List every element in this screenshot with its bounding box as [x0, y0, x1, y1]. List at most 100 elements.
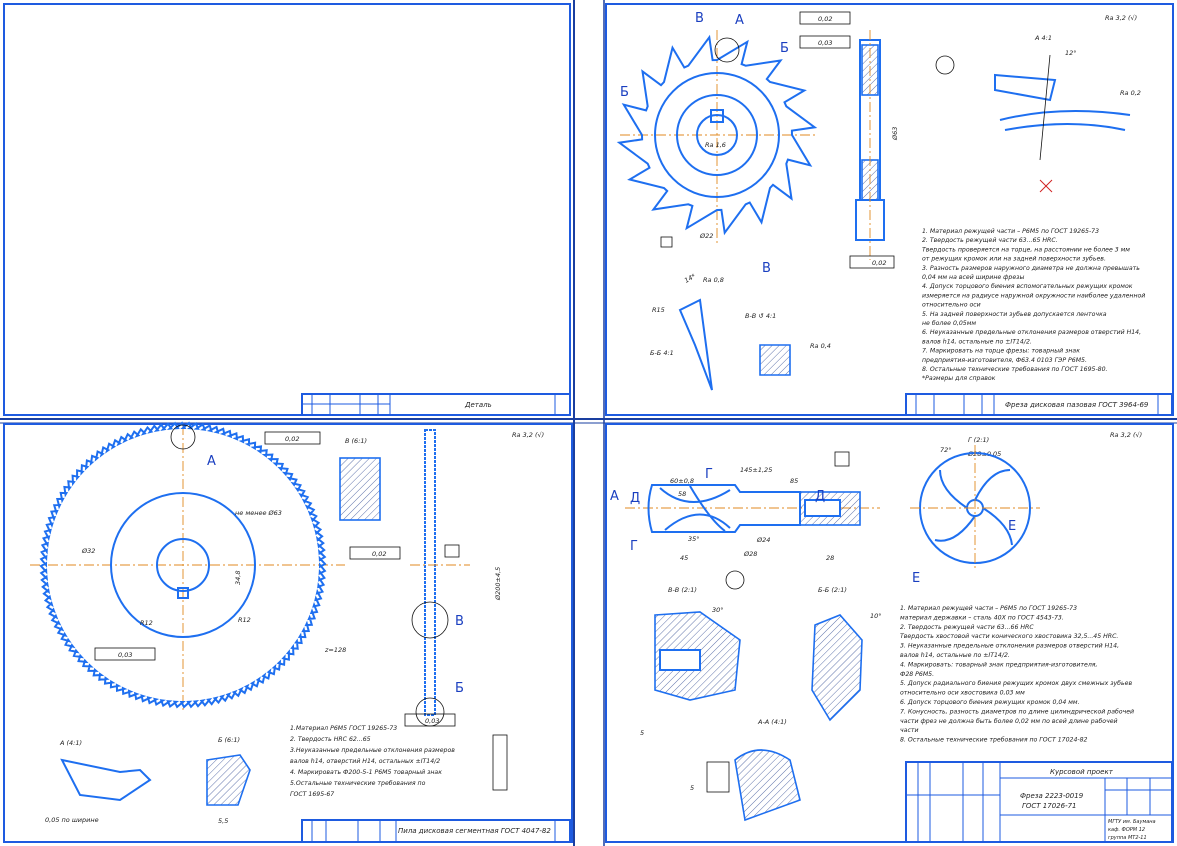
- dim-angle-12: 12°: [1065, 49, 1077, 57]
- dim-side-tol: 0,02: [872, 259, 886, 267]
- note-line: 4. Допуск торцового биения вспомогательн…: [922, 282, 1133, 290]
- detail-a-title: А 4:1: [1034, 34, 1052, 42]
- label-a: А: [735, 13, 744, 28]
- note-line: предприятия-изготовителя, Ф63.4 0103 ГЭР…: [922, 357, 1087, 364]
- note-line: 0,04 мм на всей ширине фрезы: [922, 274, 1024, 281]
- end-mill-side-view: 145±1,25 60±0,8 58 85 45 28 Ø28 Ø24 35° …: [610, 451, 880, 590]
- title-block-name: Пила дисковая сегментная ГОСТ 4047-82: [398, 827, 551, 835]
- dim-d28: Ø28: [743, 550, 757, 558]
- section-vv-title: В-В ↺ 4:1: [745, 312, 776, 320]
- technical-notes: 1. Материал режущей части – Р6М5 по ГОСТ…: [922, 228, 1145, 382]
- detail-v-view: В (6:1) 0,02: [339, 437, 401, 560]
- dim-d63: Ø63: [891, 127, 899, 141]
- section-vv-title: В-В (2:1): [668, 586, 697, 594]
- technical-notes: 1.Материал Р6М5 ГОСТ 19265-732. Твердост…: [290, 725, 455, 798]
- sheet-saw[interactable]: Ra 3,2 (√) А не менее Ø63 Ø32 R12 R12 z=…: [3, 421, 573, 843]
- note-line: 5. На задней поверхности зубьев допускае…: [922, 310, 1107, 318]
- dim-34-8: 34,8: [234, 571, 242, 585]
- detail-a-marker: [714, 37, 740, 63]
- note-line: части: [900, 727, 918, 734]
- dim-tol-003-side: 0,03: [425, 717, 439, 725]
- note-line: Ф28 Р6М5.: [900, 671, 934, 678]
- note-line: 3. Разность размеров наружного диаметра …: [922, 265, 1140, 272]
- dim-45: 45: [680, 554, 688, 562]
- label-e: Е: [1008, 519, 1016, 534]
- keyway: [710, 109, 724, 123]
- dim-60: 60±0,8: [670, 477, 694, 485]
- note-line: не более 0,05мм: [922, 319, 976, 327]
- dim-d200: Ø200±4,5: [494, 567, 502, 601]
- label-b2: Б: [780, 41, 789, 56]
- note-line: измеряется на радиусе наружной окружност…: [922, 291, 1145, 299]
- dim-35deg: 35°: [688, 535, 700, 543]
- detail-a-view: А 4:1 Ra 0,2 12°: [994, 34, 1141, 193]
- dim-parallel: 0,02: [372, 550, 386, 558]
- label-e2: Е: [912, 571, 920, 586]
- note-line: относительно оси: [922, 302, 981, 309]
- dim-tol-003: 0,03: [118, 651, 132, 659]
- label-b: Б: [620, 85, 629, 100]
- note-line: 5. Допуск радиального биения режущих кро…: [900, 679, 1132, 687]
- dim-d32: Ø32: [81, 547, 95, 555]
- title-block-org-2: каф. ФОРМ 12: [1108, 827, 1145, 833]
- title-block: Деталь: [301, 393, 571, 416]
- dim-z128: z=128: [324, 646, 346, 654]
- note-line: 8. Остальные технические требования по Г…: [922, 365, 1108, 373]
- dim-tol-002: 0,02: [285, 435, 299, 443]
- cutter-bore: [696, 114, 738, 156]
- title-block: Фреза дисковая пазовая ГОСТ 3964-69: [905, 393, 1173, 416]
- note-line: ГОСТ 1695-67: [290, 791, 334, 798]
- dim-width-tol: 0,05 по ширине: [45, 816, 99, 824]
- dim-r12-a: R12: [140, 619, 153, 627]
- label-g: Г: [705, 467, 713, 482]
- sheet-part[interactable]: Деталь: [3, 3, 571, 416]
- section-bb-view: Б-Б (2:1) 10°: [811, 586, 882, 722]
- dim-72deg-b: 30°: [712, 606, 724, 614]
- section-aa-title: А-А (4:1): [757, 718, 787, 726]
- note-line: 7. Маркировать на торце фрезы: товарный …: [922, 348, 1080, 355]
- title-block-name: Фреза дисковая пазовая ГОСТ 3964-69: [1005, 401, 1149, 409]
- note-line: валов h14, остальные по ±IT14/2.: [922, 338, 1032, 345]
- title-block-name-2: ГОСТ 17026-71: [1022, 802, 1077, 810]
- note-line: *Размеры для справок: [922, 375, 996, 382]
- label-v2: В: [762, 261, 771, 276]
- label-b: Б: [455, 681, 464, 696]
- note-line: Твердость проверяется на торце, на расст…: [922, 245, 1130, 253]
- title-block: Пила дисковая сегментная ГОСТ 4047-82: [301, 819, 571, 843]
- cutter-side-view: 0,02 0,03 0,02 Ø63: [799, 11, 955, 269]
- note-line: 6. Допуск торцового биения режущих кромо…: [900, 698, 1080, 706]
- dim-30deg: 10°: [870, 612, 882, 620]
- sheet-end-mill[interactable]: Ra 3,2 (√) 145±1,25 60±0,8 58 85 45 28 Ø…: [605, 423, 1174, 843]
- title-block-name: Деталь: [464, 401, 492, 409]
- note-line: 2. Твердость HRC 62...65: [290, 736, 371, 743]
- cutter-hub-circle: [654, 72, 780, 198]
- note-line: валов h14, остальные по ±IT14/2.: [900, 652, 1010, 659]
- section-bb-title: Б-Б (2:1): [818, 586, 847, 594]
- dim-total-length: 145±1,25: [740, 466, 772, 474]
- label-a: А: [610, 489, 619, 504]
- note-line: 8. Остальные технические требования по Г…: [900, 736, 1088, 744]
- label-g2: Г: [630, 539, 638, 554]
- note-line: относительно оси хвостовика 0,03 мм: [900, 690, 1025, 697]
- title-block-org-3: группа МТ2-11: [1108, 835, 1147, 841]
- cutter-teeth-outline: [616, 34, 818, 236]
- dim-5-5: 5,5: [218, 817, 228, 825]
- note-line: 1. Материал режущей части – Р6М5 по ГОСТ…: [900, 605, 1077, 612]
- saw-front-view: А не менее Ø63 Ø32 R12 R12 z=128 34,8 0,…: [30, 421, 346, 710]
- detail-b-title: Б (6:1): [218, 736, 240, 744]
- dim-ra16: Ra 1,6: [705, 141, 726, 149]
- detail-v-title: В (6:1): [345, 437, 367, 445]
- cutter-inner-circle: [676, 94, 758, 176]
- dim-85: 85: [790, 477, 798, 485]
- note-line: 4. Маркировать Ф200-5-1 Р6М5 товарный зн…: [290, 769, 442, 776]
- section-vv-view: В-В ↺ 4:1 Ra 0,4: [745, 312, 831, 376]
- note-line: 7. Конусность, разность диаметров по дли…: [900, 707, 1134, 715]
- label-v: В: [455, 614, 464, 629]
- detail-a-marker: [170, 424, 196, 450]
- title-block-name-1: Фреза 2223-0019: [1020, 792, 1084, 800]
- dim-28: 28: [826, 554, 834, 562]
- sheet-disk-cutter[interactable]: Ra 3,2 (√) А В Б Б В Ra 1,6 Ø22 0,02 0,0…: [605, 3, 1174, 416]
- note-line: 1. Материал режущей части – Р6М5 по ГОСТ…: [922, 228, 1099, 235]
- dim-tol-003: 0,03: [818, 39, 832, 47]
